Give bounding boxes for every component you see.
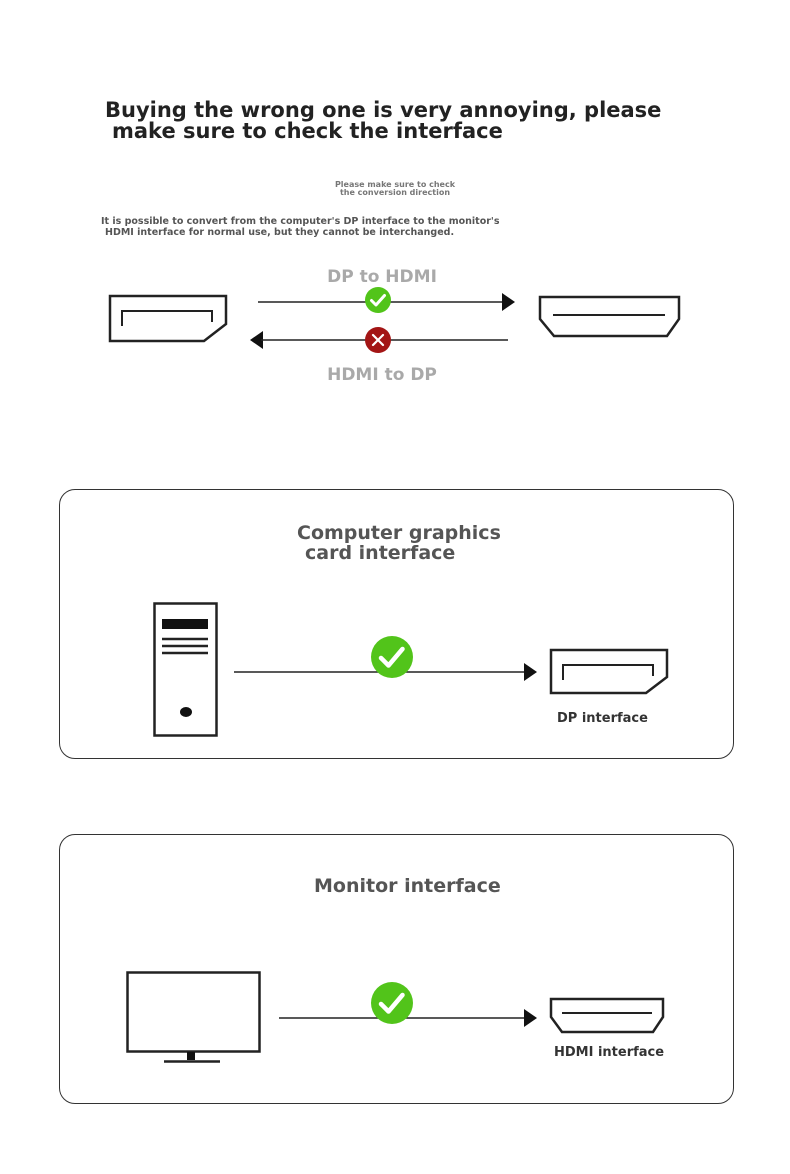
desktop-tower-icon [153,602,218,737]
check-circle-icon [365,287,391,313]
direction-note-line-2: the conversion direction [339,188,451,197]
conversion-description-line-2: HDMI interface for normal use, but they … [105,227,455,238]
check-circle-icon [371,636,413,678]
conversion-description: It is possible to convert from the compu… [101,216,701,238]
headline-line-1: Buying the wrong one is very annoying, p… [105,98,662,122]
hdmi-icon [538,295,681,338]
monitor-card-title: Monitor interface [314,875,501,897]
check-circle-icon [371,982,413,1024]
direction-note: Please make sure to check the conversion… [300,181,490,197]
computer-card-title-line-1: Computer graphics [297,522,501,544]
displayport-icon [549,648,669,695]
reverse-direction-label: HDMI to DP [327,365,437,385]
hdmi-interface-label: HDMI interface [554,1045,665,1060]
computer-card-title: Computer graphics card interface [297,523,557,563]
dp-interface-label: DP interface [557,711,648,726]
cross-circle-icon [365,327,391,353]
direction-note-line-1: Please make sure to check [334,180,456,189]
computer-card-title-line-2: card interface [305,542,456,564]
monitor-interface-card [59,834,734,1104]
displayport-icon [108,294,228,343]
monitor-icon [126,971,261,1063]
forward-direction-label: DP to HDMI [327,267,437,287]
conversion-description-line-1: It is possible to convert from the compu… [101,216,500,227]
hdmi-icon [549,997,665,1034]
headline-line-2: make sure to check the interface [112,119,503,143]
headline: Buying the wrong one is very annoying, p… [105,100,705,142]
